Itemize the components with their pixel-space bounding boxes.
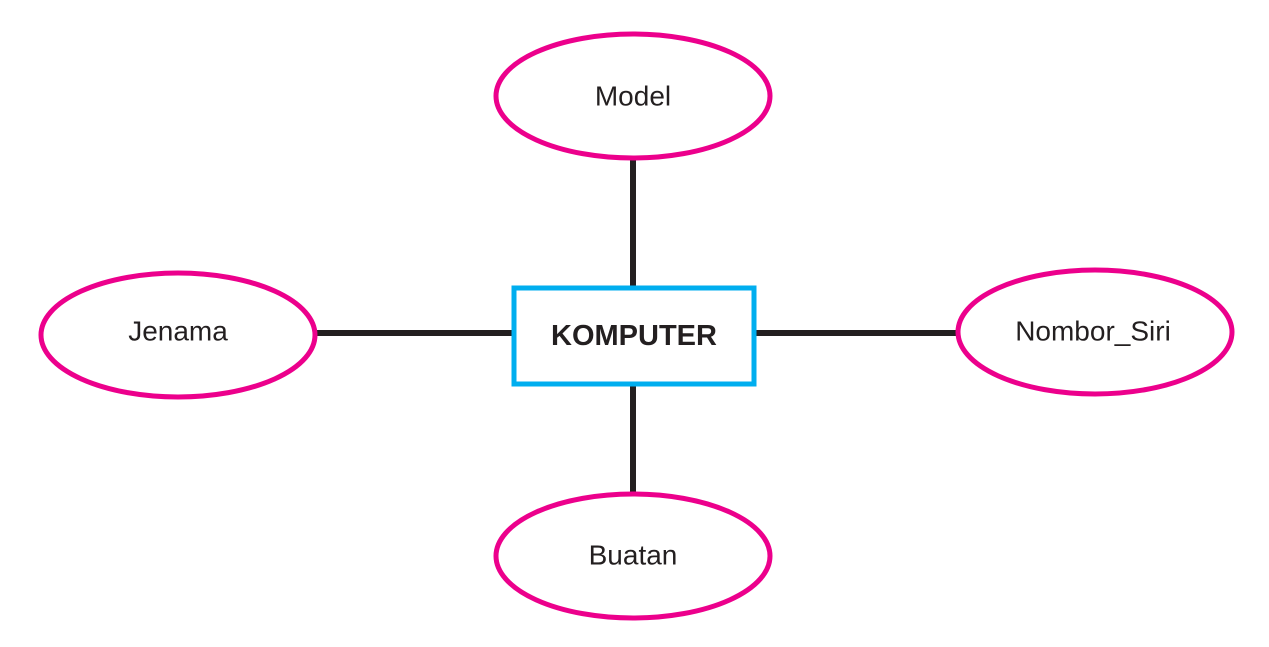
entity-label: KOMPUTER	[551, 320, 717, 352]
attribute-ellipse	[493, 491, 773, 621]
attribute-jenama: Jenama	[38, 270, 318, 400]
attribute-model: Model	[493, 31, 773, 161]
attribute-ellipse	[493, 31, 773, 161]
attribute-nombor-siri: Nombor_Siri	[955, 267, 1235, 397]
attribute-label: Buatan	[589, 540, 678, 571]
attribute-label: Jenama	[128, 316, 228, 347]
attribute-label: Nombor_Siri	[1015, 316, 1171, 347]
attribute-ellipse	[38, 270, 318, 400]
entity-komputer: KOMPUTER	[511, 285, 757, 387]
attribute-label: Model	[595, 81, 671, 112]
entity-box	[511, 285, 757, 387]
attribute-buatan: Buatan	[493, 491, 773, 621]
attribute-ellipse	[955, 267, 1235, 397]
